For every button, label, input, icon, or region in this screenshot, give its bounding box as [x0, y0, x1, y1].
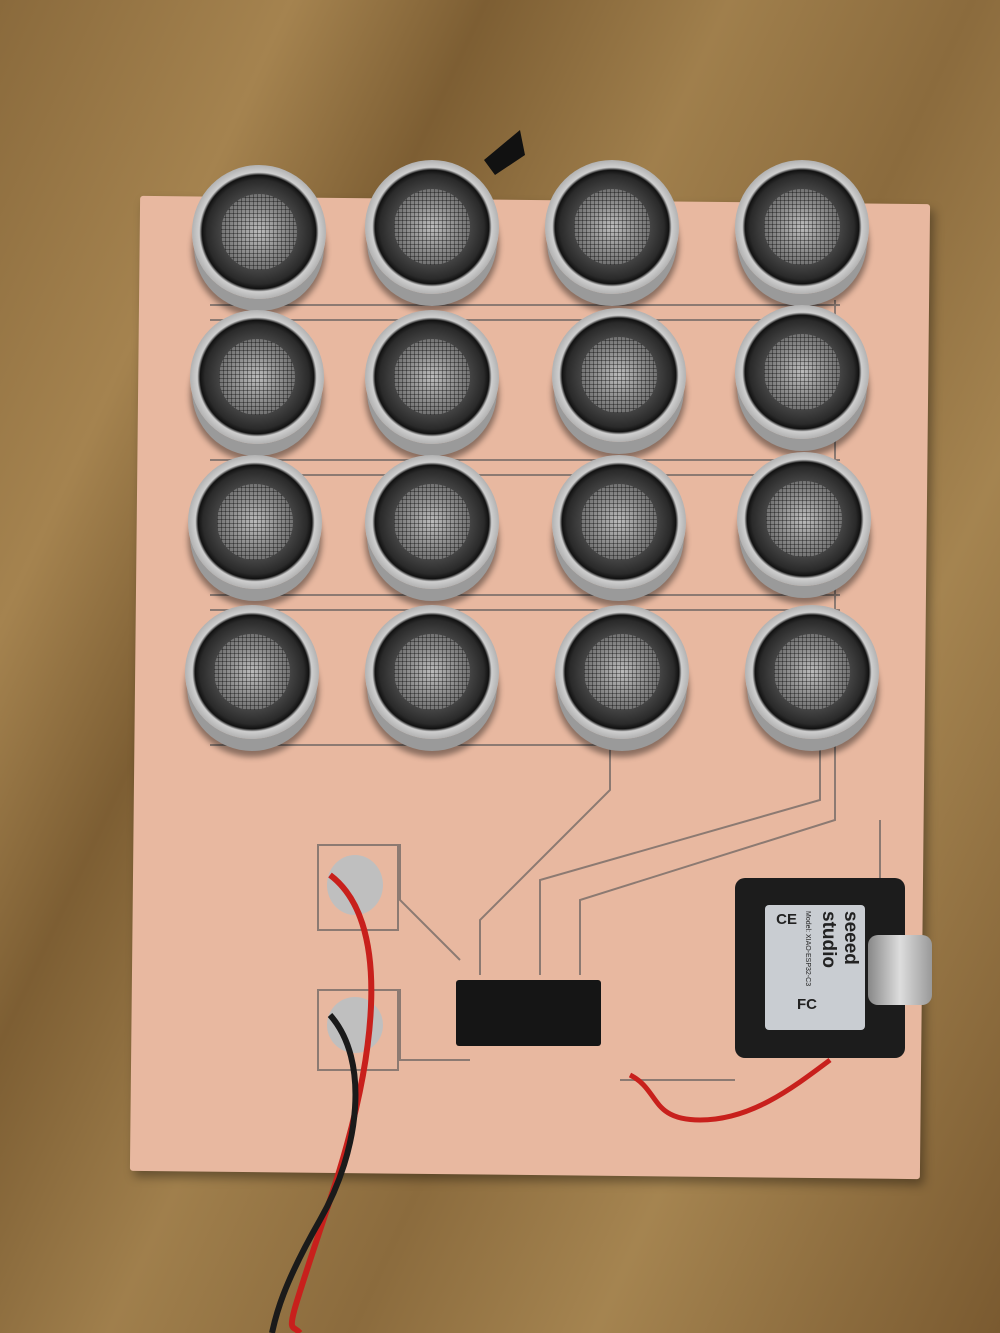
sensor-mesh	[394, 189, 470, 265]
ultrasonic-sensor	[365, 310, 499, 444]
wire-pad-outline	[317, 989, 399, 1071]
module-brand: seeed studio	[818, 911, 861, 968]
black-stain	[484, 130, 525, 175]
module-model: Model: XIAO-ESP32-C3	[804, 911, 811, 987]
ultrasonic-sensor	[555, 605, 689, 739]
ultrasonic-sensor	[735, 160, 869, 294]
ultrasonic-sensor	[545, 160, 679, 294]
ultrasonic-sensor	[185, 605, 319, 739]
module-shield: seeed studio Model: XIAO-ESP32-C3 FC CE	[765, 905, 865, 1030]
ultrasonic-sensor	[735, 305, 869, 439]
sensor-mesh	[764, 334, 840, 410]
ce-mark: CE	[776, 911, 797, 928]
sensor-mesh	[214, 634, 290, 710]
ultrasonic-sensor	[552, 455, 686, 589]
sensor-mesh	[581, 337, 657, 413]
sensor-mesh	[394, 339, 470, 415]
ultrasonic-sensor	[745, 605, 879, 739]
sensor-mesh	[764, 189, 840, 265]
sensor-mesh	[584, 634, 660, 710]
red-jumper-wire	[628, 1057, 832, 1123]
sensor-mesh	[394, 634, 470, 710]
ultrasonic-sensor	[192, 165, 326, 299]
ultrasonic-sensor	[365, 160, 499, 294]
ultrasonic-sensor	[365, 455, 499, 589]
ultrasonic-sensor	[552, 308, 686, 442]
ultrasonic-sensor	[190, 310, 324, 444]
sensor-mesh	[219, 339, 295, 415]
sensor-mesh	[394, 484, 470, 560]
solder-pad	[327, 855, 383, 915]
dip-ic-chip	[456, 980, 601, 1046]
wire-pad-outline	[317, 844, 399, 931]
sensor-mesh	[766, 481, 842, 557]
copper-traces	[210, 300, 881, 1081]
ultrasonic-sensor	[365, 605, 499, 739]
usb-c-port	[868, 935, 932, 1005]
red-wire	[288, 872, 375, 1333]
sensor-mesh	[574, 189, 650, 265]
sensor-mesh	[774, 634, 850, 710]
ultrasonic-sensor	[188, 455, 322, 589]
sensor-mesh	[217, 484, 293, 560]
fcc-mark: FC	[797, 996, 817, 1014]
ultrasonic-sensor	[737, 452, 871, 586]
sensor-mesh	[581, 484, 657, 560]
sensor-mesh	[221, 194, 297, 270]
black-wire	[269, 1013, 359, 1333]
